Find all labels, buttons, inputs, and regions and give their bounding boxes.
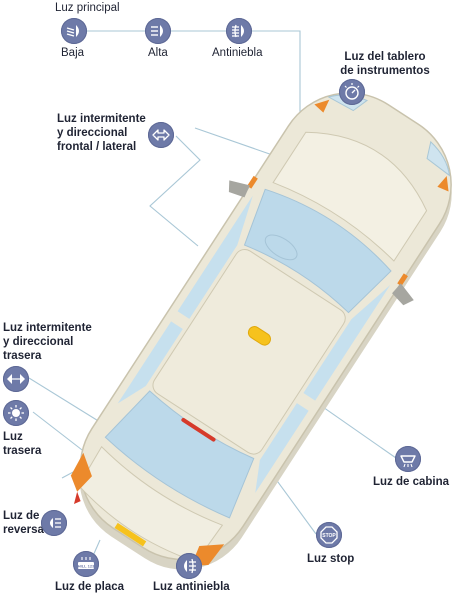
high-beam-label: Alta <box>148 47 168 59</box>
reverse-light-label: Luz de reversa <box>3 510 44 536</box>
dashboard-light-label: Luz del tablero de instrumentos <box>340 51 430 77</box>
dashboard-light-icon <box>339 79 365 105</box>
stop-light-icon: STOP <box>316 522 342 548</box>
svg-text:STOP: STOP <box>322 533 336 539</box>
front-indicator-label: Luz intermitente y direccional frontal /… <box>57 113 146 153</box>
front-fog-icon <box>226 18 252 44</box>
rear-indicator-label: Luz intermitente y direccional trasera <box>3 322 92 362</box>
plate-light-label: Luz de placa <box>55 581 125 593</box>
hazard-arrows-icon <box>148 122 174 148</box>
rear-fog-label: Luz antiniebla <box>153 581 230 593</box>
front-fog-label: Antiniebla <box>212 47 263 59</box>
tail-light-label: Luz trasera <box>3 431 42 457</box>
high-beam-icon <box>145 18 171 44</box>
stop-light-label: Luz stop <box>307 553 355 565</box>
low-beam-label: Baja <box>61 47 85 59</box>
car-body <box>70 92 452 574</box>
headlights-group-title: Luz principal <box>55 2 120 14</box>
plate-light-icon: HILL 123 <box>73 551 99 577</box>
low-beam-icon <box>61 18 87 44</box>
turn-arrows-icon <box>3 366 29 392</box>
cabin-light-label: Luz de cabina <box>373 476 450 488</box>
rear-fog-icon <box>176 553 202 579</box>
svg-text:HILL 123: HILL 123 <box>78 564 95 569</box>
reverse-light-icon <box>41 510 67 536</box>
cabin-light-icon <box>395 446 421 472</box>
tail-light-icon <box>3 400 29 426</box>
